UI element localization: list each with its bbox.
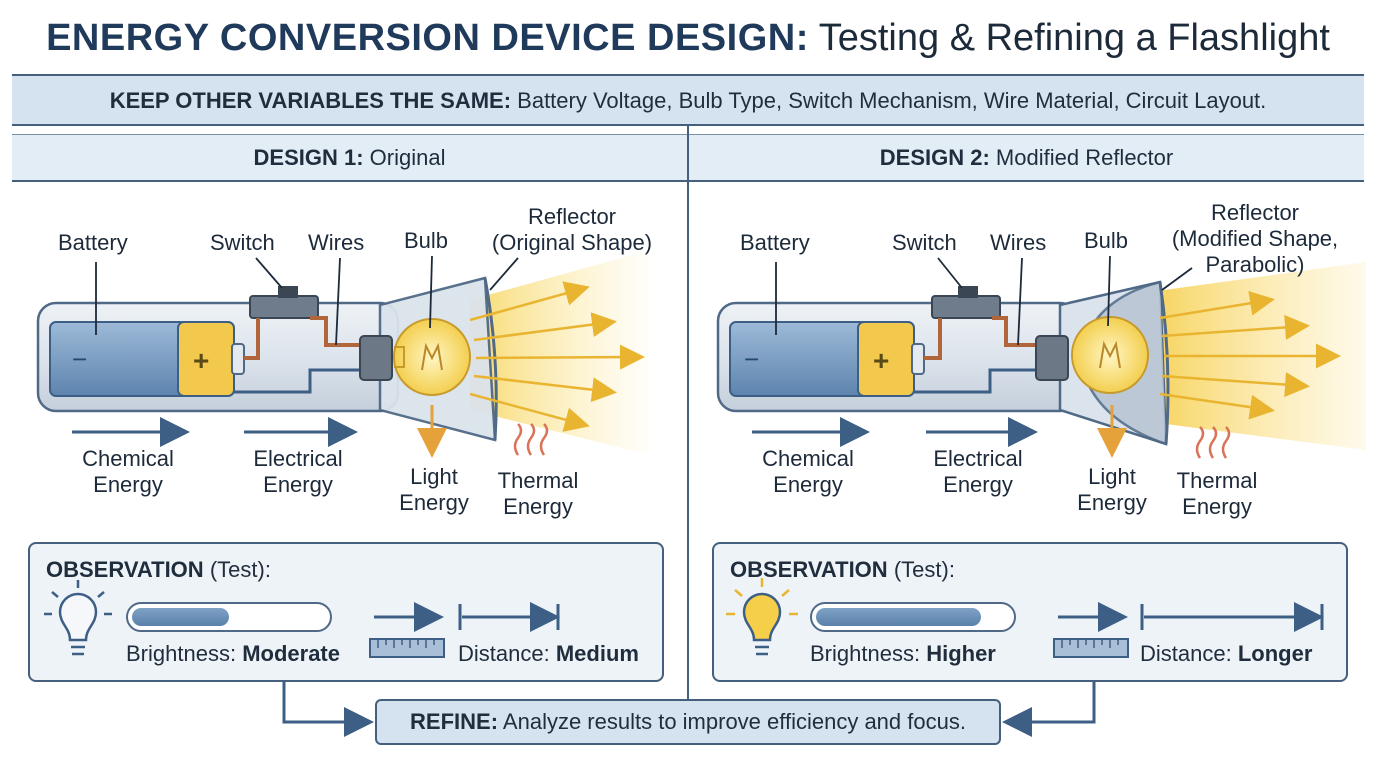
design1-distance-text: Distance: Medium (458, 641, 639, 666)
design2-header-name: Modified Reflector (995, 145, 1174, 170)
design1-brightness-fill (132, 608, 229, 626)
design1-reflector-line1: Reflector (527, 204, 617, 229)
keep-variables-list: Battery Voltage, Bulb Type, Switch Mecha… (517, 88, 1267, 113)
ruler-icon (369, 638, 445, 658)
thermal-energy-icon (1195, 426, 1231, 459)
bulb-off-icon (44, 580, 112, 656)
bulb-on-icon (726, 578, 798, 656)
design1-label-switch: Switch (210, 230, 275, 255)
design1-observation-panel: OBSERVATION (Test): (28, 542, 664, 682)
label-leaders (95, 255, 519, 346)
battery-minus: − (72, 344, 87, 374)
light-rays (469, 281, 645, 432)
battery-plus: + (873, 345, 889, 376)
page-title: ENERGY CONVERSION DEVICE DESIGN: Testing… (0, 14, 1376, 62)
keep-variables-banner: KEEP OTHER VARIABLES THE SAME: Battery V… (12, 74, 1364, 126)
design2-label-bulb: Bulb (1084, 228, 1129, 253)
design1-reflector-line2: (Original Shape) (491, 230, 653, 255)
refine-box: REFINE: Analyze results to improve effic… (375, 699, 1001, 745)
design2-label-wires: Wires (990, 230, 1047, 255)
design2-brightness-bar (810, 602, 1016, 632)
design2-brightness-fill (816, 608, 981, 626)
design2-distance-text: Distance: Longer (1140, 641, 1313, 666)
design2-observation-title: OBSERVATION (Test): (730, 557, 955, 582)
design2-header-label: DESIGN 2: (879, 145, 990, 170)
refine-label: REFINE: (410, 709, 499, 734)
design1-brightness-text: Brightness: Moderate (126, 641, 340, 666)
thermal-energy-icon (513, 423, 549, 456)
design1-observation-title: OBSERVATION (Test): (46, 557, 271, 582)
design1-label-bulb: Bulb (404, 228, 449, 253)
design2-reflector-line2: (Modified Shape, (1171, 226, 1339, 251)
design1-header: DESIGN 1: Original (12, 134, 687, 182)
wire-top (244, 316, 364, 360)
distance-longer-span (1140, 602, 1324, 632)
title-bold: ENERGY CONVERSION DEVICE DESIGN: (46, 17, 809, 59)
design2-reflector-line3: Parabolic) (1205, 252, 1305, 277)
design2-label-reflector: Reflector (Modified Shape, Parabolic) (1160, 200, 1350, 278)
design1-label-wires: Wires (308, 230, 365, 255)
title-rest: Testing & Refining a Flashlight (818, 17, 1330, 59)
design2-label-switch: Switch (892, 230, 957, 255)
ruler-icon (1053, 638, 1129, 658)
wire-bottom (914, 368, 1040, 394)
design2-brightness-text: Brightness: Higher (810, 641, 996, 666)
battery-minus: − (744, 344, 759, 374)
label-leaders (775, 255, 1193, 346)
wire-bottom (234, 368, 366, 394)
design2-label-battery: Battery (740, 230, 810, 255)
keep-variables-label: KEEP OTHER VARIABLES THE SAME: (109, 88, 512, 113)
distance-medium-span (458, 602, 560, 632)
design1-brightness-bar (126, 602, 332, 632)
light-rays-focused (1159, 290, 1341, 420)
battery-plus: + (193, 345, 209, 376)
design2-observation-panel: OBSERVATION (Test): (712, 542, 1348, 682)
light-beam (470, 250, 650, 455)
refine-text: Analyze results to improve efficiency an… (502, 709, 966, 734)
design2-reflector-line1: Reflector (1210, 200, 1300, 225)
design1-header-name: Original (369, 145, 446, 170)
design1-header-label: DESIGN 1: (253, 145, 364, 170)
design2-header: DESIGN 2: Modified Reflector (689, 134, 1364, 182)
wire-top (924, 316, 1040, 360)
design1-label-reflector: Reflector (Original Shape) (490, 204, 654, 256)
design1-label-battery: Battery (58, 230, 128, 255)
panel-divider (687, 126, 689, 699)
